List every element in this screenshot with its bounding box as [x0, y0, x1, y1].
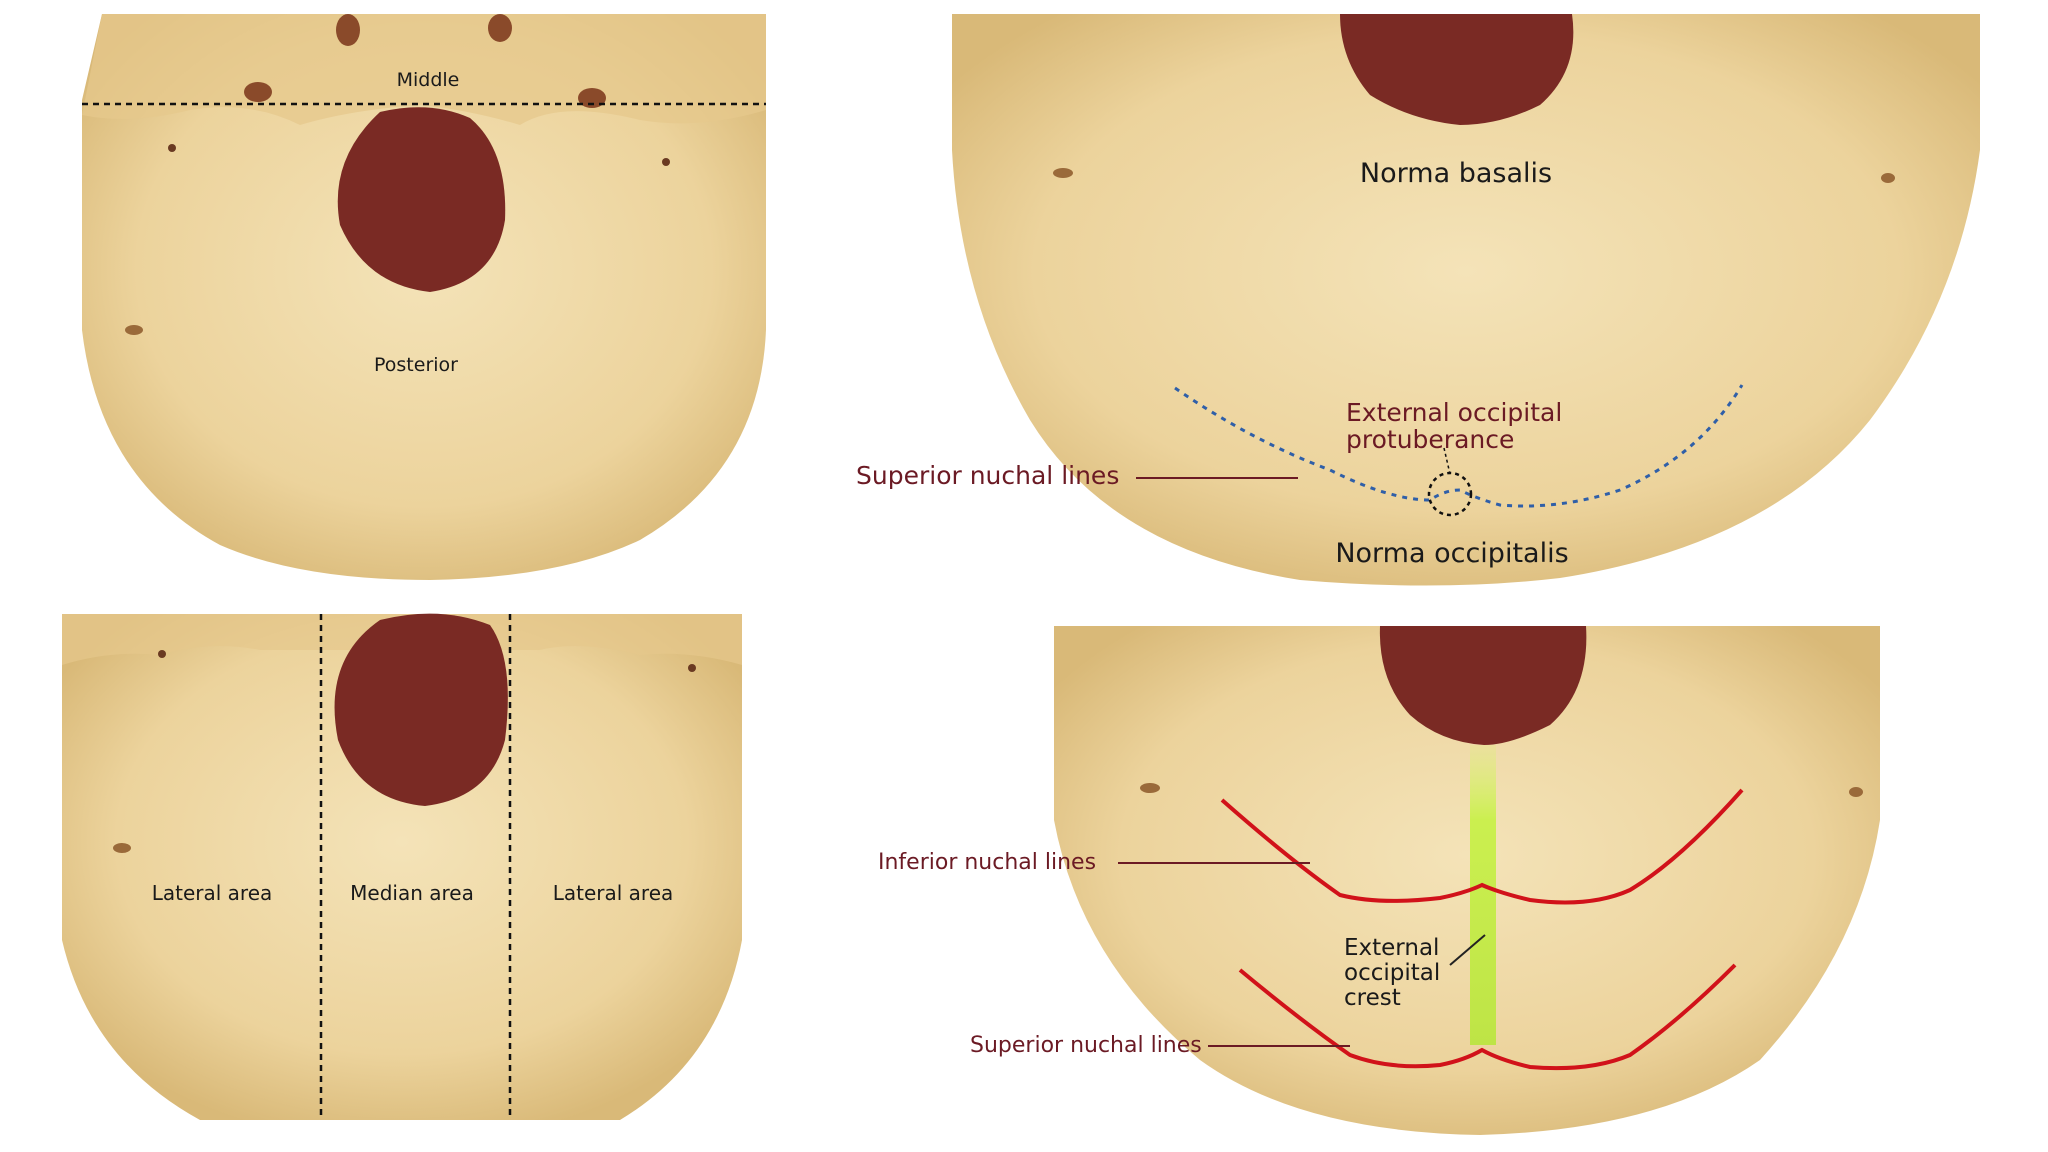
label-crest-line2: occipital [1344, 960, 1440, 986]
inferior-nuchal-line [1220, 788, 1744, 905]
label-norma-basalis: Norma basalis [1360, 158, 1552, 189]
label-median-area: Median area [350, 881, 474, 905]
left-foramen-small [244, 82, 272, 102]
foramen-magnum [1379, 626, 1587, 745]
label-protuberance-line2: protuberance [1346, 425, 1514, 454]
mastoid-pit-left [1140, 783, 1160, 793]
mastoid-pit-left [1053, 168, 1073, 178]
mastoid-pit-right [1881, 173, 1895, 183]
panel-top-left: Middle Posterior [82, 14, 766, 580]
label-posterior: Posterior [374, 354, 458, 376]
label-crest-line3: crest [1344, 985, 1401, 1011]
mastoid-pit-left [113, 843, 131, 853]
panel-bottom-right: Inferior nuchal lines External occipital… [878, 626, 1880, 1135]
foramen-magnum [337, 107, 506, 292]
bone-shape [1054, 626, 1880, 1135]
condylar-canal-left [168, 144, 176, 152]
external-occipital-crest-highlight [1470, 745, 1496, 1045]
panel-bottom-left: Lateral area Median area Lateral area [62, 613, 742, 1120]
superior-nuchal-line [1238, 963, 1737, 1071]
condylar-canal-left [158, 650, 166, 658]
condylar-canal-right [662, 158, 670, 166]
label-lateral-area-left: Lateral area [152, 881, 273, 905]
condylar-canal-right [688, 664, 696, 672]
label-protuberance-line1: External occipital [1346, 398, 1562, 427]
label-middle: Middle [397, 69, 460, 91]
mastoid-pit-right [1849, 787, 1863, 797]
bone-shape [82, 14, 766, 580]
label-superior-nuchal: Superior nuchal lines [970, 1033, 1202, 1058]
label-superior-nuchal: Superior nuchal lines [856, 461, 1119, 490]
foramen-magnum [1340, 14, 1574, 125]
foramen-magnum [334, 613, 508, 806]
panel-top-right: Norma basalis External occipital protube… [856, 14, 1980, 586]
upper-left-opening [336, 14, 360, 46]
upper-right-opening [488, 14, 512, 42]
label-crest-line1: External [1344, 935, 1439, 961]
bone-shape [952, 14, 1980, 586]
label-norma-occipitalis: Norma occipitalis [1335, 538, 1568, 569]
label-inferior-nuchal: Inferior nuchal lines [878, 850, 1096, 875]
mastoid-pit-left [125, 325, 143, 335]
label-lateral-area-right: Lateral area [553, 881, 674, 905]
bone-shape [62, 614, 742, 1120]
crest-leader [1449, 934, 1486, 966]
protuberance-leader [1443, 447, 1451, 475]
